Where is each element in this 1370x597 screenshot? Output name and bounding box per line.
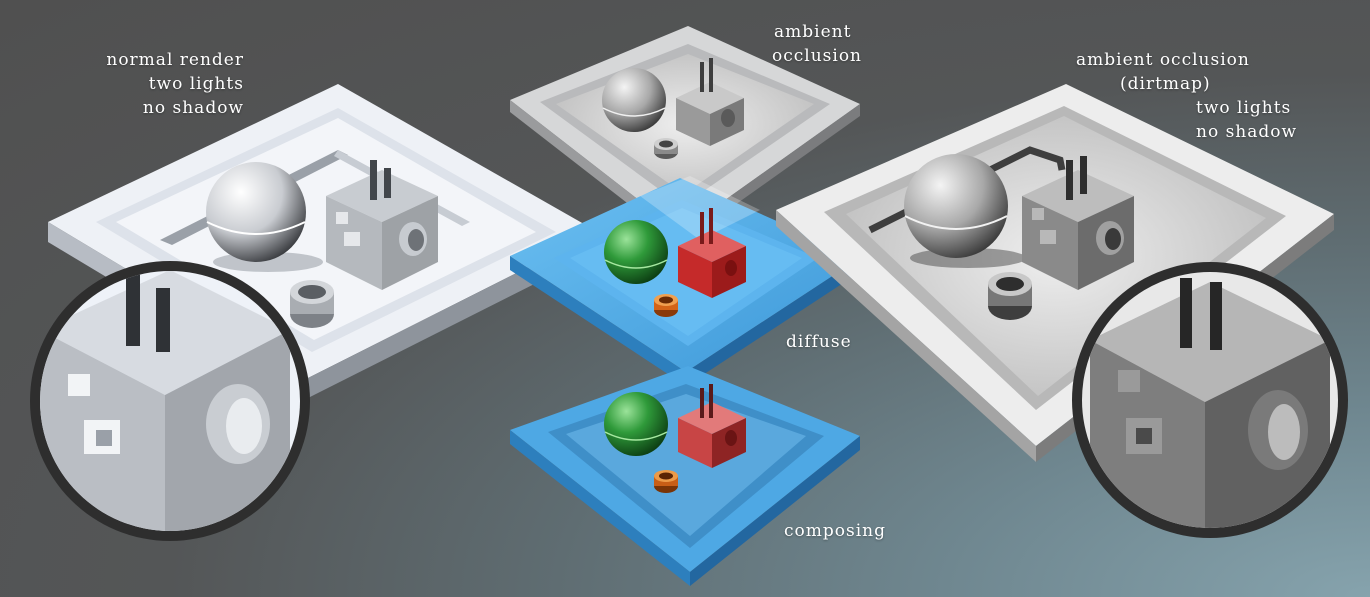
diffuse-text: diffuse	[786, 332, 852, 352]
ao-dirtmap-line-4: no shadow	[1196, 122, 1298, 142]
left-magnifier	[30, 261, 310, 541]
gray-ring	[290, 280, 334, 328]
normal-render-label: normal render two lights no shadow	[84, 48, 244, 120]
normal-render-line-1: normal render	[106, 50, 244, 70]
diffuse-label: diffuse	[786, 330, 852, 354]
dirtmap-ring	[988, 272, 1032, 320]
ao-dirtmap-line-1: ambient occlusion	[1076, 50, 1250, 70]
composing-plate	[510, 366, 860, 586]
gray-sphere	[904, 154, 1026, 268]
normal-render-line-3: no shadow	[142, 98, 244, 118]
right-magnifier	[1072, 262, 1348, 538]
ambient-occlusion-line-2: occlusion	[772, 46, 863, 66]
composing-label: composing	[784, 519, 886, 543]
ao-dirtmap-label: ambient occlusion (dirtmap) two lights n…	[1076, 48, 1306, 144]
ambient-occlusion-label: ambient occlusion	[772, 20, 862, 68]
gray-cube	[326, 160, 438, 290]
ambient-occlusion-line-1: ambient	[774, 22, 852, 42]
normal-render-line-2: two lights	[148, 74, 244, 94]
diffuse-plate	[510, 176, 860, 386]
white-sphere	[206, 162, 323, 272]
dirtmap-cube	[1022, 156, 1134, 290]
ao-dirtmap-line-3: two lights	[1196, 98, 1292, 118]
ao-dirtmap-line-2: (dirtmap)	[1120, 74, 1211, 94]
composing-text: composing	[784, 521, 886, 541]
